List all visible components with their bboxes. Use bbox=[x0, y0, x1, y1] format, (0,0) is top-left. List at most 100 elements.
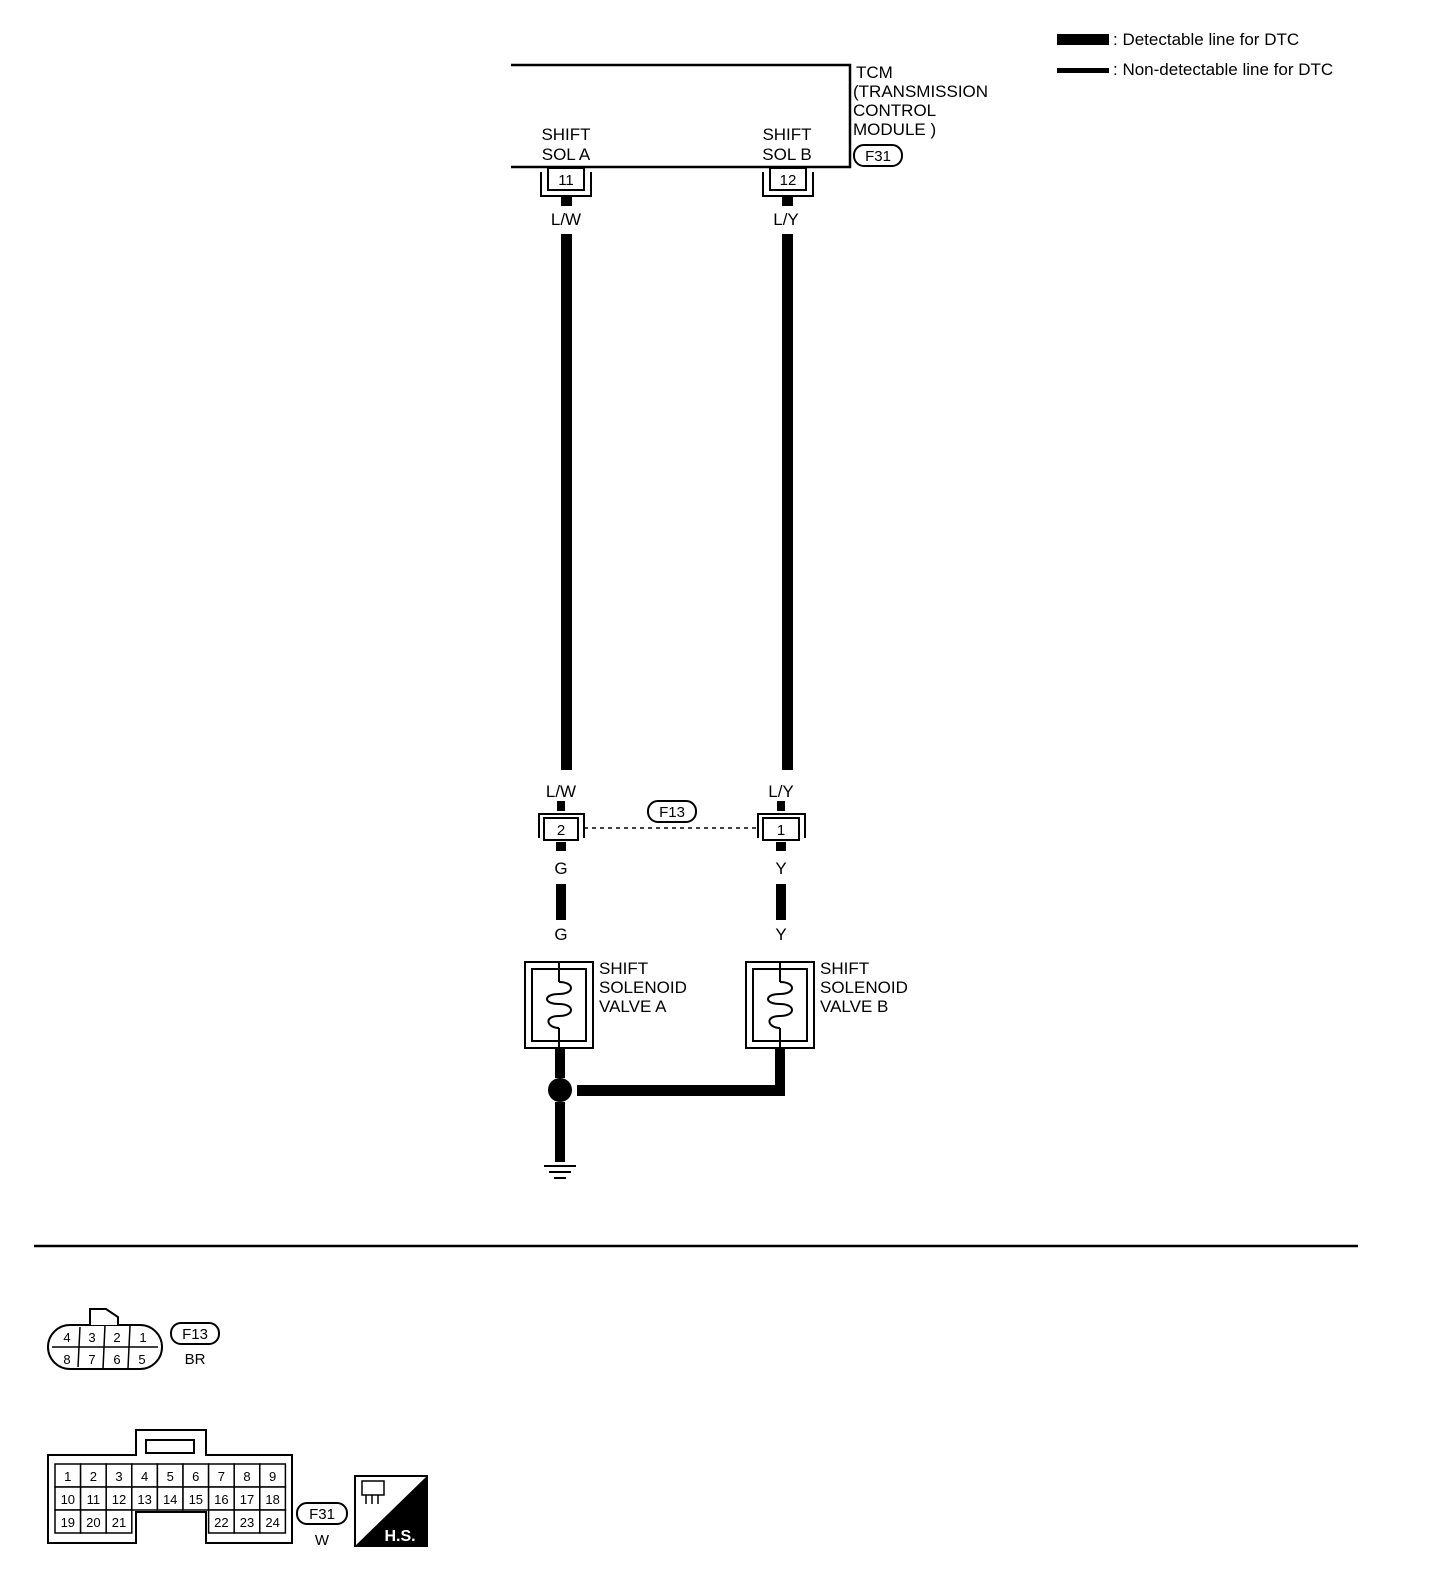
wire-y bbox=[776, 884, 786, 920]
f31-face-id: F31 bbox=[309, 1506, 335, 1523]
valve-a-label-2: SOLENOID bbox=[599, 978, 687, 997]
connector-latch-icon bbox=[89, 1308, 119, 1325]
f31-cavity-box bbox=[105, 1509, 133, 1534]
f13-junction: L/W L/Y 2 1 F13 G G Y Y bbox=[538, 782, 806, 944]
f31-cavity: 8 bbox=[243, 1469, 250, 1484]
f13-pin-2-box bbox=[543, 817, 579, 841]
f31-cavity: 4 bbox=[141, 1469, 148, 1484]
f31-cavity: 10 bbox=[61, 1492, 75, 1507]
coil-icon bbox=[767, 981, 793, 1029]
valve-b-label-3: VALVE B bbox=[820, 997, 888, 1016]
valve-a-label-3: VALVE A bbox=[599, 997, 667, 1016]
wire-ly bbox=[782, 234, 793, 770]
f31-cavity: 5 bbox=[167, 1469, 174, 1484]
f31-cavity: 3 bbox=[115, 1469, 122, 1484]
wire-ground-link bbox=[577, 1085, 785, 1096]
f13-pin-2: 2 bbox=[557, 822, 565, 839]
coil-icon bbox=[546, 981, 572, 1029]
shift-sol-b-label-2: SOL B bbox=[762, 145, 811, 164]
f13-face-badge bbox=[170, 1322, 220, 1345]
f31-cavity: 12 bbox=[112, 1492, 126, 1507]
wire-color-g-upper: G bbox=[554, 859, 567, 878]
f31-cavity: 2 bbox=[90, 1469, 97, 1484]
valve-a-label-1: SHIFT bbox=[599, 959, 648, 978]
f13-cavity: 5 bbox=[138, 1352, 145, 1367]
wire-color-lw-top: L/W bbox=[551, 210, 581, 229]
harness-connector-icon bbox=[361, 1480, 385, 1504]
shift-solenoid-valve-a: SHIFT SOLENOID VALVE A bbox=[524, 959, 687, 1049]
f31-face-badge bbox=[296, 1502, 348, 1525]
tcm-title-line2: (TRANSMISSION bbox=[853, 82, 988, 101]
splice-point bbox=[548, 1078, 572, 1102]
legend: : Detectable line for DTC : Non-detectab… bbox=[1057, 30, 1333, 79]
shift-solenoid-valve-b: SHIFT SOLENOID VALVE B bbox=[745, 959, 908, 1049]
f13-pin-1: 1 bbox=[777, 822, 785, 839]
f31-cavity: 13 bbox=[137, 1492, 151, 1507]
f13-connector-id: F13 bbox=[659, 804, 685, 821]
wire-color-g-lower: G bbox=[554, 925, 567, 944]
legend-non-detectable-text: : Non-detectable line for DTC bbox=[1113, 60, 1333, 79]
f13-cavity: 7 bbox=[88, 1352, 95, 1367]
f31-cavity: 19 bbox=[61, 1515, 75, 1530]
shift-sol-a-label-1: SHIFT bbox=[541, 125, 590, 144]
f31-cavity: 1 bbox=[64, 1469, 71, 1484]
f31-connector-badge bbox=[853, 144, 903, 167]
f31-cavity: 15 bbox=[189, 1492, 203, 1507]
tcm-title: TCM bbox=[856, 63, 893, 82]
tcm-title-line3: CONTROL bbox=[853, 101, 936, 120]
f31-cavity: 14 bbox=[163, 1492, 177, 1507]
legend-detectable-swatch bbox=[1057, 34, 1109, 45]
wire-lw bbox=[561, 234, 572, 770]
shift-sol-b-label-1: SHIFT bbox=[762, 125, 811, 144]
f13-cavity: 2 bbox=[113, 1330, 120, 1345]
wire-color-lw-junction: L/W bbox=[546, 782, 576, 801]
f31-cavity: 22 bbox=[214, 1515, 228, 1530]
ground-circuit bbox=[544, 1048, 785, 1179]
f31-cavity: 23 bbox=[240, 1515, 254, 1530]
tcm-module: TCM (TRANSMISSION CONTROL MODULE ) F31 S… bbox=[511, 63, 988, 197]
f31-cavity-box bbox=[259, 1509, 287, 1534]
f13-cavity: 6 bbox=[113, 1352, 120, 1367]
f31-cavity: 9 bbox=[269, 1469, 276, 1484]
f31-cavity: 18 bbox=[265, 1492, 279, 1507]
tcm-terminal-11: 11 bbox=[540, 167, 592, 197]
wires-upper: L/W L/Y bbox=[551, 196, 799, 770]
f31-cavity: 11 bbox=[87, 1492, 101, 1507]
connector-latch-icon bbox=[145, 1439, 195, 1454]
harness-side-label: H.S. bbox=[384, 1528, 415, 1545]
ground-icon bbox=[544, 1165, 576, 1179]
tcm-title-line4: MODULE ) bbox=[853, 120, 936, 139]
f31-face-color: W bbox=[315, 1532, 330, 1549]
tcm-pin-12: 12 bbox=[780, 172, 797, 189]
tcm-pin-11: 11 bbox=[558, 172, 574, 189]
wire-color-y-upper: Y bbox=[775, 859, 786, 878]
f31-cavity: 17 bbox=[240, 1492, 254, 1507]
f31-cavity: 7 bbox=[218, 1469, 225, 1484]
f31-cavity: 16 bbox=[214, 1492, 228, 1507]
f13-face-color: BR bbox=[185, 1351, 206, 1368]
f31-cavity: 6 bbox=[192, 1469, 199, 1484]
f13-face-id: F13 bbox=[182, 1326, 208, 1343]
legend-non-detectable-swatch bbox=[1057, 68, 1109, 73]
shift-sol-a-label-2: SOL A bbox=[542, 145, 591, 164]
f13-cavity: 8 bbox=[63, 1352, 70, 1367]
legend-detectable-text: : Detectable line for DTC bbox=[1113, 30, 1299, 49]
f13-cavity: 4 bbox=[63, 1330, 70, 1345]
tcm-box-outline bbox=[511, 63, 852, 169]
harness-side-badge: H.S. bbox=[354, 1475, 428, 1547]
tcm-terminal-12: 12 bbox=[762, 167, 814, 197]
wire-g bbox=[556, 884, 566, 920]
wire-color-y-lower: Y bbox=[775, 925, 786, 944]
f13-cavity: 3 bbox=[88, 1330, 95, 1345]
wire-color-ly-junction: L/Y bbox=[768, 782, 794, 801]
f13-pin-1-box bbox=[762, 817, 800, 841]
wire-color-ly-top: L/Y bbox=[773, 210, 799, 229]
valve-b-label-2: SOLENOID bbox=[820, 978, 908, 997]
f13-connector-badge bbox=[647, 800, 697, 823]
valve-b-label-1: SHIFT bbox=[820, 959, 869, 978]
f31-connector-id: F31 bbox=[865, 148, 891, 165]
f13-connector-face: 4 3 2 1 8 7 6 5 F13 BR bbox=[47, 1308, 220, 1370]
